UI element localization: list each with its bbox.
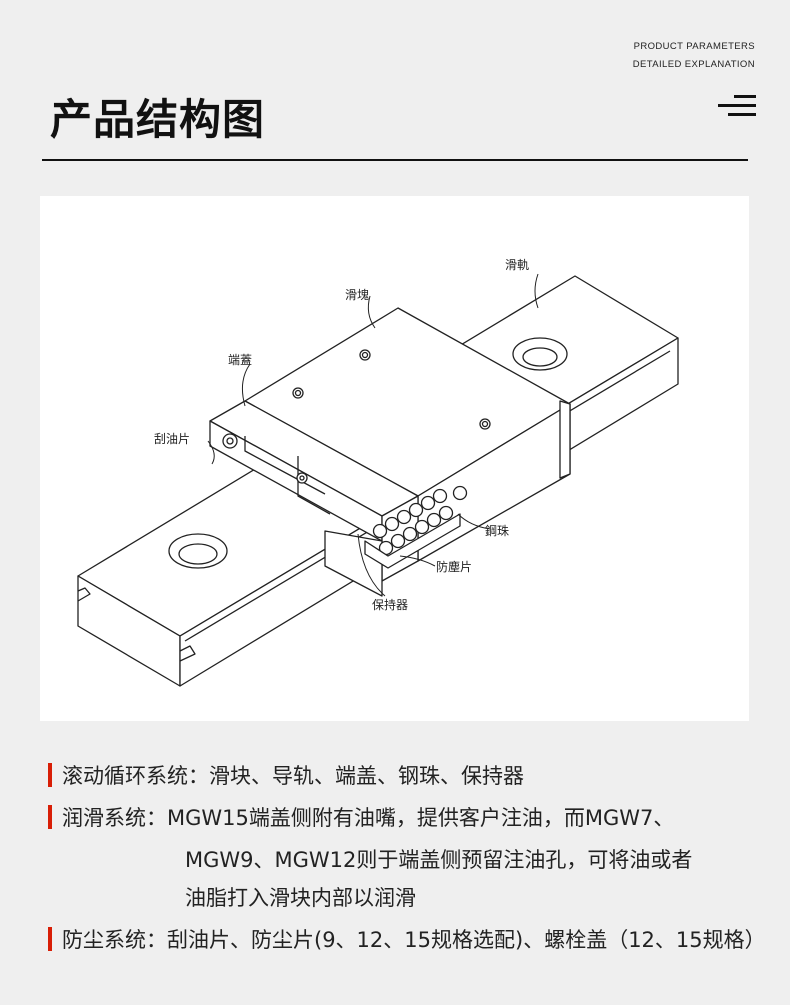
dust-seal-plate — [364, 513, 461, 569]
menu-lines-icon — [718, 95, 756, 117]
label-block: 滑塊 — [345, 288, 370, 302]
feature-text: 润滑系统：MGW15端盖侧附有油嘴，提供客户注油，而MGW7、 — [62, 806, 675, 830]
accent-bar — [48, 763, 52, 787]
page-title: 产品结构图 — [50, 95, 266, 144]
rail-hole-back — [512, 337, 568, 371]
label-retainer: 保持器 — [372, 598, 409, 612]
header-en-line2: DETAILED EXPLANATION — [632, 59, 755, 70]
header-en-line1: PRODUCT PARAMETERS — [633, 41, 755, 52]
feature-text-continued: MGW9、MGW12则于端盖侧预留注油孔，可将油或者 — [185, 848, 693, 872]
accent-bar — [48, 927, 52, 951]
accent-bar — [48, 805, 52, 829]
linear-guide-illustration — [77, 273, 679, 687]
header-divider — [42, 159, 748, 161]
rail-hole-front — [168, 533, 228, 569]
steel-balls — [372, 485, 468, 556]
label-end-cap: 端蓋 — [228, 353, 253, 367]
label-scraper: 刮油片 — [154, 432, 191, 446]
label-steel-ball: 鋼珠 — [485, 524, 510, 538]
header-english-subtitle: PRODUCT PARAMETERS DETAILED EXPLANATION — [633, 38, 755, 74]
feature-text-continued: 油脂打入滑块内部以润滑 — [185, 886, 416, 910]
label-dust-seal: 防塵片 — [436, 560, 473, 574]
structure-diagram-panel: 滑軌 滑塊 端蓋 刮油片 鋼珠 防塵片 保持器 — [40, 196, 749, 721]
label-rail: 滑軌 — [505, 258, 530, 272]
feature-text: 滚动循环系统：滑块、导轨、端盖、钢珠、保持器 — [62, 764, 524, 788]
feature-text: 防尘系统：刮油片、防尘片(9、12、15规格选配)、螺栓盖（12、15规格） — [62, 928, 766, 952]
